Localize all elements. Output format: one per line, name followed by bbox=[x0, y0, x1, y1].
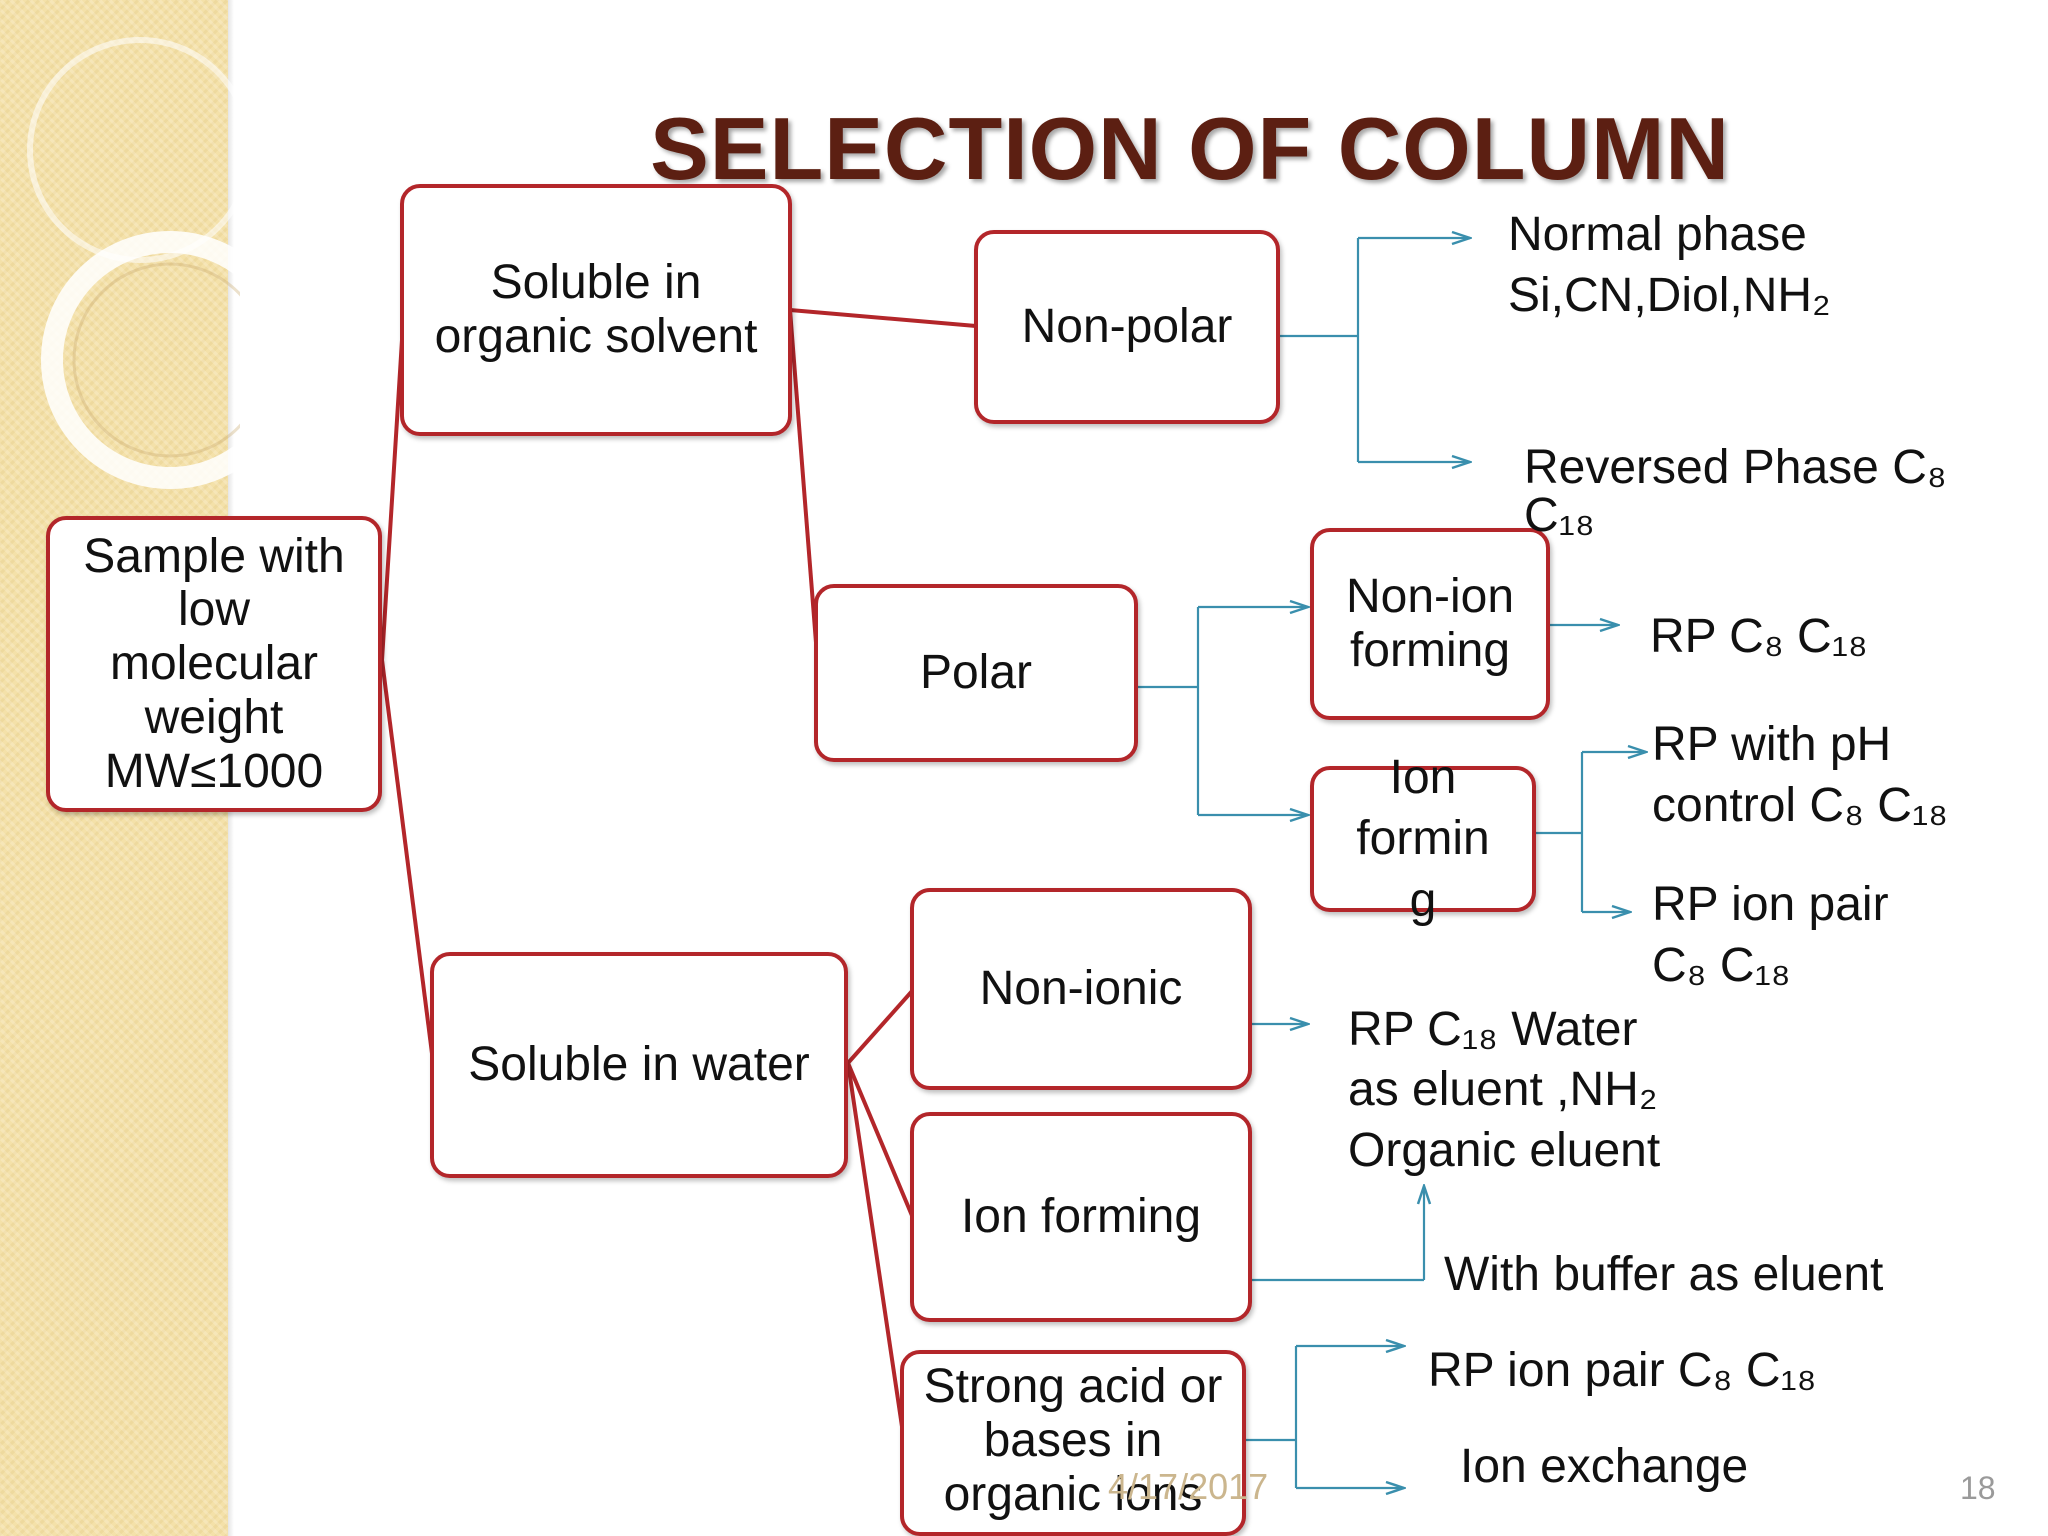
link-sample-water bbox=[380, 659, 438, 1086]
link-organic-nonpolar bbox=[789, 308, 977, 328]
box-nonionic: Non-ionic bbox=[910, 888, 1252, 1090]
link-water-nonionic bbox=[846, 988, 915, 1065]
decorative-rings bbox=[27, 37, 240, 489]
result-rp-c8-c18: RP C₈ C₁₈ bbox=[1650, 610, 1868, 663]
link-organic-polar bbox=[788, 309, 820, 669]
result-ion-exchange: Ion exchange bbox=[1460, 1440, 1749, 1493]
slide-number: 18 bbox=[1960, 1470, 1996, 1506]
footer-date: 4/17/2017 bbox=[1108, 1466, 1269, 1507]
box-water: Soluble in water bbox=[430, 952, 848, 1178]
result-buffer-eluent: With buffer as eluent bbox=[1444, 1248, 1884, 1301]
page-title: SELECTION OF COLUMN bbox=[650, 99, 1730, 198]
result-rp-ion-pair-strong: RP ion pair C₈ C₁₈ bbox=[1428, 1344, 1817, 1397]
box-ion-forming-water: Ion forming bbox=[910, 1112, 1252, 1322]
link-water-strongacid bbox=[846, 1062, 906, 1441]
box-nonpolar: Non-polar bbox=[974, 230, 1280, 424]
box-polar: Polar bbox=[814, 584, 1138, 762]
link-water-ionforming bbox=[846, 1062, 915, 1219]
